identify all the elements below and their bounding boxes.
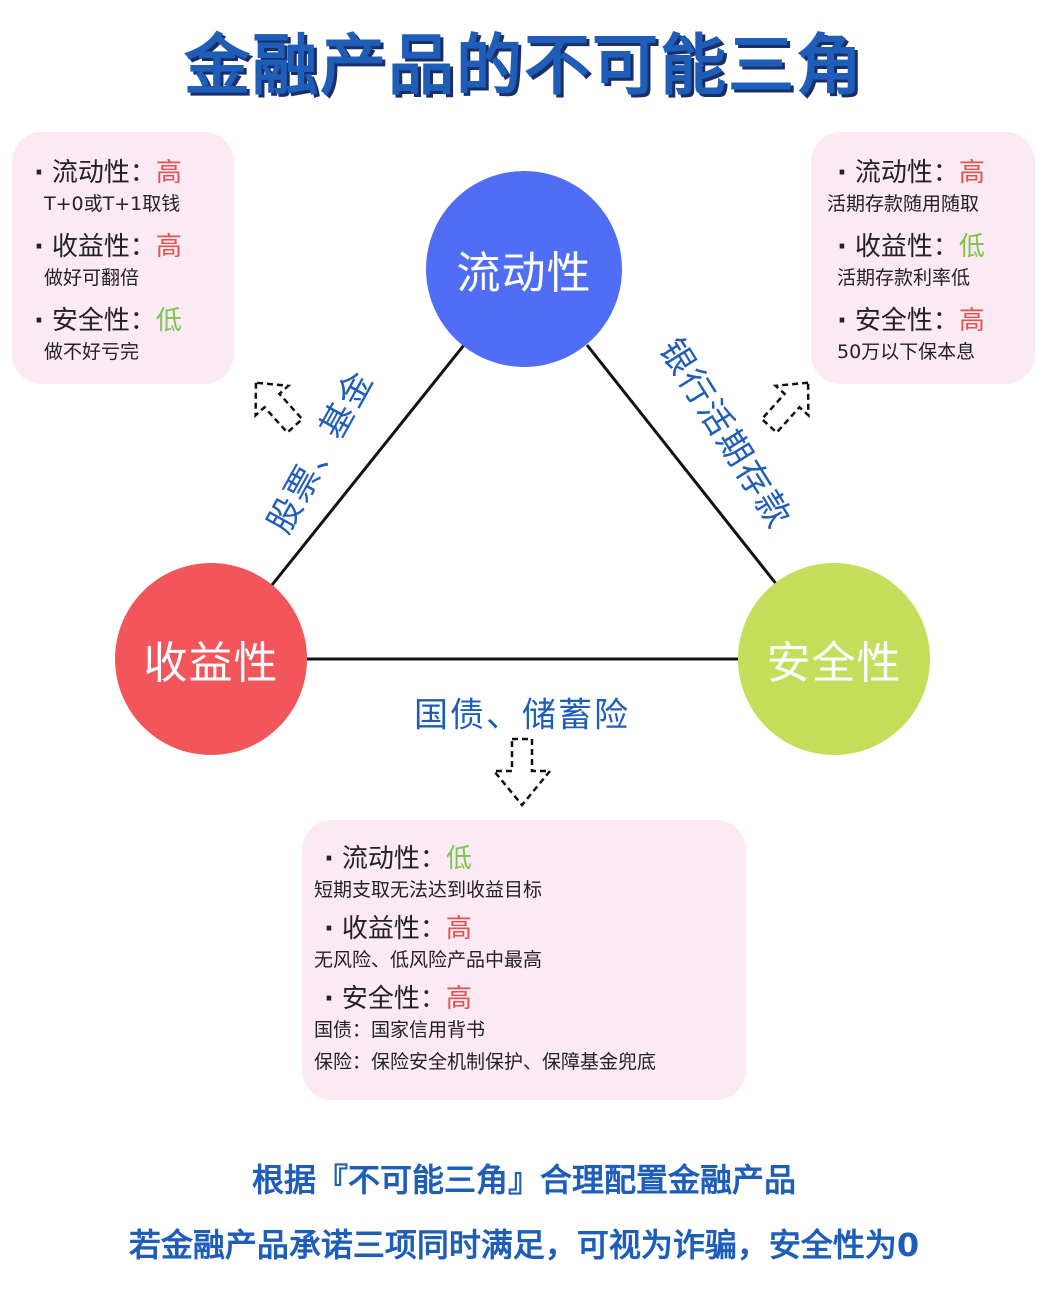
card-bonds-insurance: ·流动性：低 短期支取无法达到收益目标 ·收益性：高 无风险、低风险产品中最高 … xyxy=(302,820,746,1100)
attr-label: 流动性： xyxy=(341,844,446,874)
attr-label: 安全性： xyxy=(854,306,959,336)
attr-note: 短期支取无法达到收益目标 xyxy=(314,879,543,901)
card-bank-deposit: ·流动性：高 活期存款随用随取 ·收益性：低 活期存款利率低 ·安全性：高 50… xyxy=(811,132,1035,384)
bullet: · xyxy=(324,984,334,1014)
attr-label: 流动性： xyxy=(51,158,156,188)
edge-label-bonds-insurance: 国债、储蓄险 xyxy=(414,695,630,736)
arrow-down-icon xyxy=(491,737,553,807)
attr-return: ·收益性：高 xyxy=(34,230,234,264)
attr-note: 50万以下保本息 xyxy=(837,341,976,363)
bullet: · xyxy=(837,158,847,188)
level-high: 高 xyxy=(155,158,182,188)
attr-return: ·收益性：高 xyxy=(314,912,746,946)
level-high: 高 xyxy=(958,306,985,336)
attr-label: 安全性： xyxy=(341,984,446,1014)
arrow-up-left-icon xyxy=(254,381,304,435)
level-low: 低 xyxy=(445,844,472,874)
attr-note: 活期存款利率低 xyxy=(837,267,971,289)
attr-return: ·收益性：低 xyxy=(837,230,1035,264)
bullet: · xyxy=(324,914,334,944)
arrow-up-right-icon xyxy=(760,381,810,435)
level-high: 高 xyxy=(445,984,472,1014)
bullet: · xyxy=(837,306,847,336)
attr-label: 收益性： xyxy=(854,232,959,262)
attr-label: 收益性： xyxy=(51,232,156,262)
footer-line-1: 根据『不可能三角』合理配置金融产品 xyxy=(251,1161,796,1199)
attr-liquidity: ·流动性：高 xyxy=(837,156,1035,190)
attr-note: 国债：国家信用背书 xyxy=(314,1019,486,1041)
bullet: · xyxy=(324,844,334,874)
bullet: · xyxy=(837,232,847,262)
attr-label: 流动性： xyxy=(854,158,959,188)
attr-liquidity: ·流动性：高 xyxy=(34,156,234,190)
attr-note: 活期存款随用随取 xyxy=(827,193,980,215)
bullet: · xyxy=(34,158,44,188)
attr-note: 做不好亏完 xyxy=(44,341,140,363)
card-stocks-funds: ·流动性：高 T+0或T+1取钱 ·收益性：高 做好可翻倍 ·安全性：低 做不好… xyxy=(12,132,234,384)
attr-note: 保险：保险安全机制保护、保障基金兜底 xyxy=(314,1051,657,1073)
attr-safety: ·安全性：低 xyxy=(34,304,234,338)
attr-safety: ·安全性：高 xyxy=(837,304,1035,338)
attr-label: 收益性： xyxy=(341,914,446,944)
bullet: · xyxy=(34,232,44,262)
attr-note: 做好可翻倍 xyxy=(44,267,140,289)
footer-line-2: 若金融产品承诺三项同时满足，可视为诈骗，安全性为0 xyxy=(128,1226,920,1264)
level-high: 高 xyxy=(958,158,985,188)
attr-safety: ·安全性：高 xyxy=(314,982,746,1016)
edge-line-left xyxy=(270,344,466,586)
node-safety: 安全性 xyxy=(738,563,930,755)
node-liquidity: 流动性 xyxy=(426,171,622,367)
level-high: 高 xyxy=(445,914,472,944)
node-return: 收益性 xyxy=(115,563,307,755)
attr-note: 无风险、低风险产品中最高 xyxy=(314,949,543,971)
attr-note: T+0或T+1取钱 xyxy=(44,193,181,215)
attr-liquidity: ·流动性：低 xyxy=(314,842,746,876)
page-title: 金融产品的不可能三角 xyxy=(184,27,864,104)
bullet: · xyxy=(34,306,44,336)
level-high: 高 xyxy=(155,232,182,262)
edge-line-right xyxy=(585,344,779,586)
attr-label: 安全性： xyxy=(51,306,156,336)
level-low: 低 xyxy=(155,306,182,336)
level-low: 低 xyxy=(958,232,985,262)
